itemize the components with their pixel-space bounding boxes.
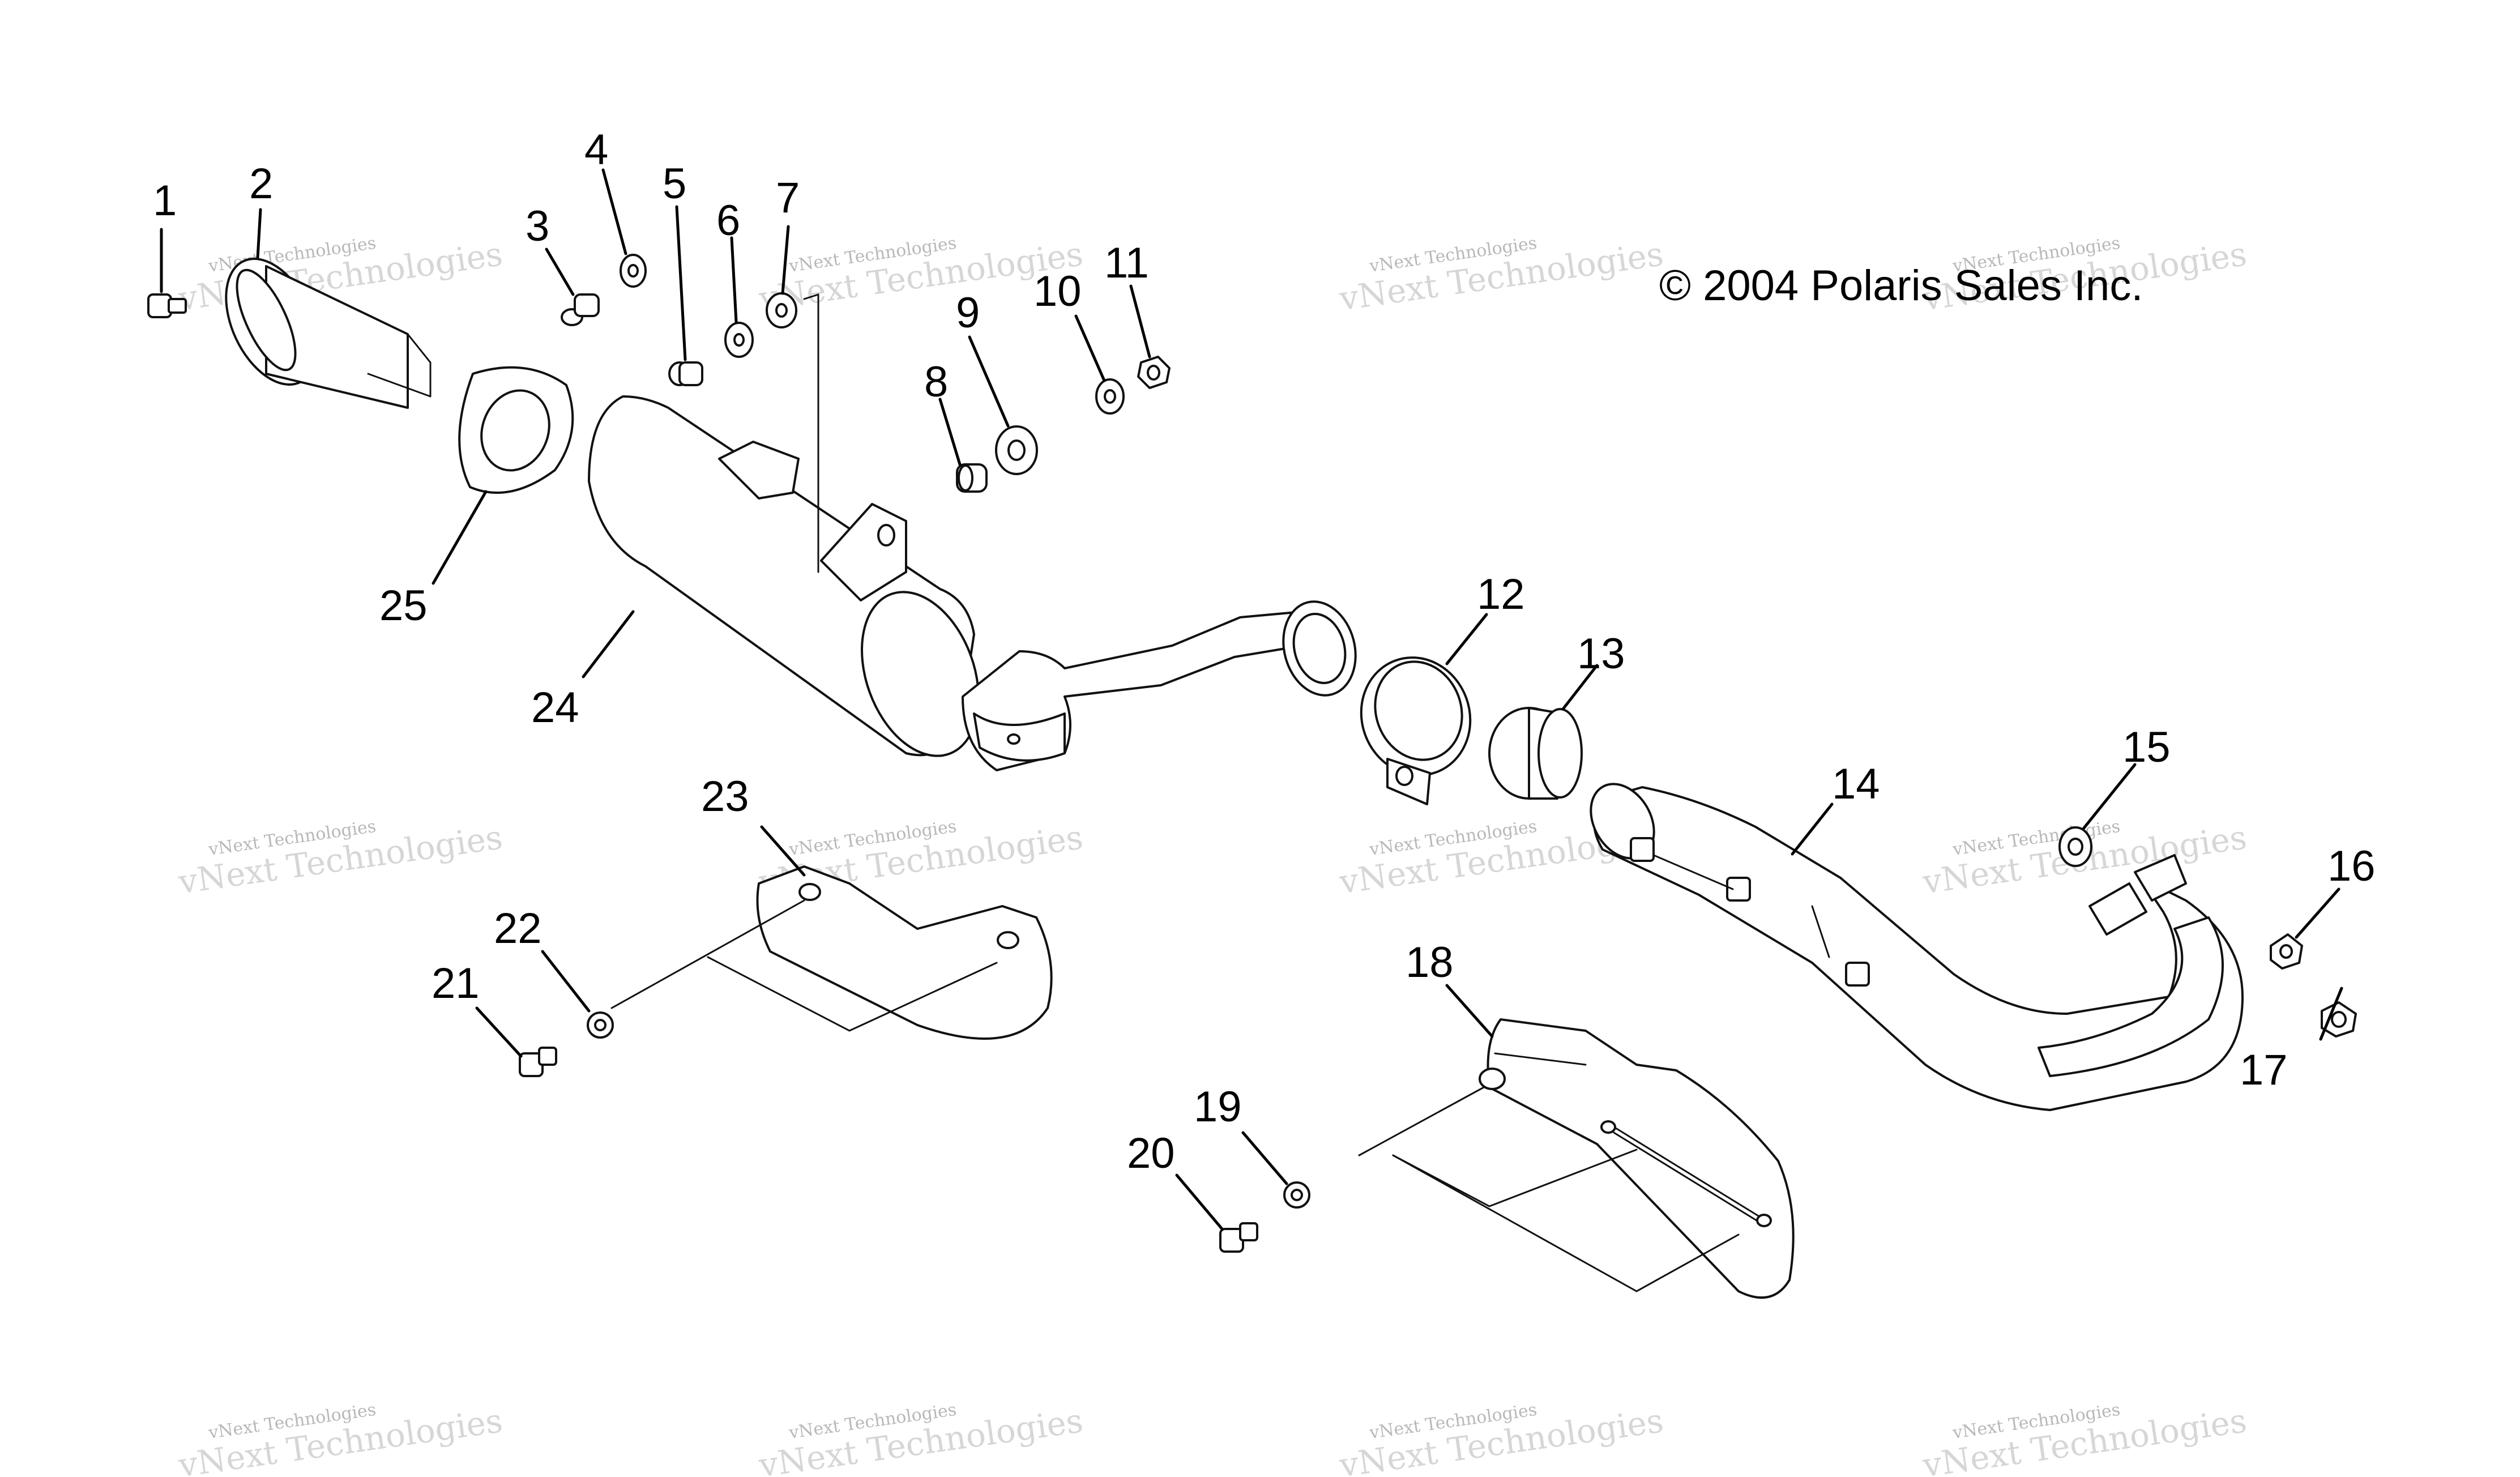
part-1-bolt[interactable] [147, 293, 187, 318]
callout-9: 9 [956, 289, 980, 337]
callout-23: 23 [701, 772, 749, 821]
part-25-gasket[interactable] [458, 366, 574, 494]
callout-14: 14 [1832, 760, 1880, 808]
part-14-head-pipe[interactable] [1578, 772, 2244, 1111]
callout-17: 17 [2240, 1046, 2288, 1094]
part-6-washer[interactable] [724, 322, 754, 358]
part-7-washer[interactable] [766, 292, 797, 328]
part-10-washer[interactable] [1095, 378, 1125, 415]
callout-7: 7 [776, 174, 800, 222]
callout-22: 22 [494, 904, 542, 953]
callout-5: 5 [663, 160, 686, 208]
part-19-lock-washer[interactable] [1283, 1181, 1310, 1209]
part-22-lock-washer[interactable] [587, 1011, 614, 1039]
callout-18: 18 [1406, 938, 1454, 987]
callout-2: 2 [249, 160, 273, 208]
part-8-bushing[interactable] [956, 463, 988, 493]
callout-11: 11 [1104, 239, 1149, 287]
leader-lines [160, 168, 2343, 1231]
callout-4: 4 [584, 126, 608, 174]
callout-6: 6 [716, 197, 740, 245]
part-12-clamp[interactable] [1345, 642, 1487, 805]
callout-8: 8 [924, 358, 948, 406]
part-15-gasket[interactable] [2058, 826, 2092, 867]
callout-20: 20 [1127, 1129, 1175, 1177]
part-11-nut[interactable] [1137, 356, 1171, 389]
part-20-bolt[interactable] [1219, 1222, 1258, 1253]
part-9-grommet[interactable] [995, 425, 1038, 475]
callout-16: 16 [2327, 842, 2376, 890]
part-3-bolt[interactable] [561, 293, 600, 326]
part-13-seal[interactable] [1488, 707, 1583, 800]
callout-21: 21 [432, 959, 480, 1008]
part-23-heat-shield[interactable] [610, 865, 1053, 1040]
callout-1: 1 [153, 177, 177, 225]
copyright-text: © 2004 Polaris Sales Inc. [1659, 262, 2143, 310]
callout-13: 13 [1577, 630, 1625, 678]
part-24-muffler[interactable] [588, 293, 1366, 772]
part-21-bolt[interactable] [519, 1047, 557, 1077]
callout-3: 3 [526, 202, 549, 250]
part-17-nut[interactable] [2321, 1001, 2357, 1038]
callout-19: 19 [1194, 1083, 1242, 1131]
callout-12: 12 [1477, 570, 1525, 618]
callout-10: 10 [1033, 267, 1082, 315]
part-18-heat-shield[interactable] [1358, 1018, 1795, 1299]
callout-24: 24 [531, 684, 579, 732]
part-16-washer[interactable] [2270, 933, 2303, 970]
callout-25: 25 [379, 582, 428, 630]
part-2-spark-arrestor[interactable] [208, 244, 432, 409]
callout-labels: 1 2 3 4 5 6 7 8 9 10 11 12 13 14 15 16 1… [153, 126, 2376, 1177]
callout-15: 15 [2122, 723, 2171, 771]
part-4-washer[interactable] [620, 254, 647, 288]
part-5-bolt[interactable] [668, 361, 703, 386]
